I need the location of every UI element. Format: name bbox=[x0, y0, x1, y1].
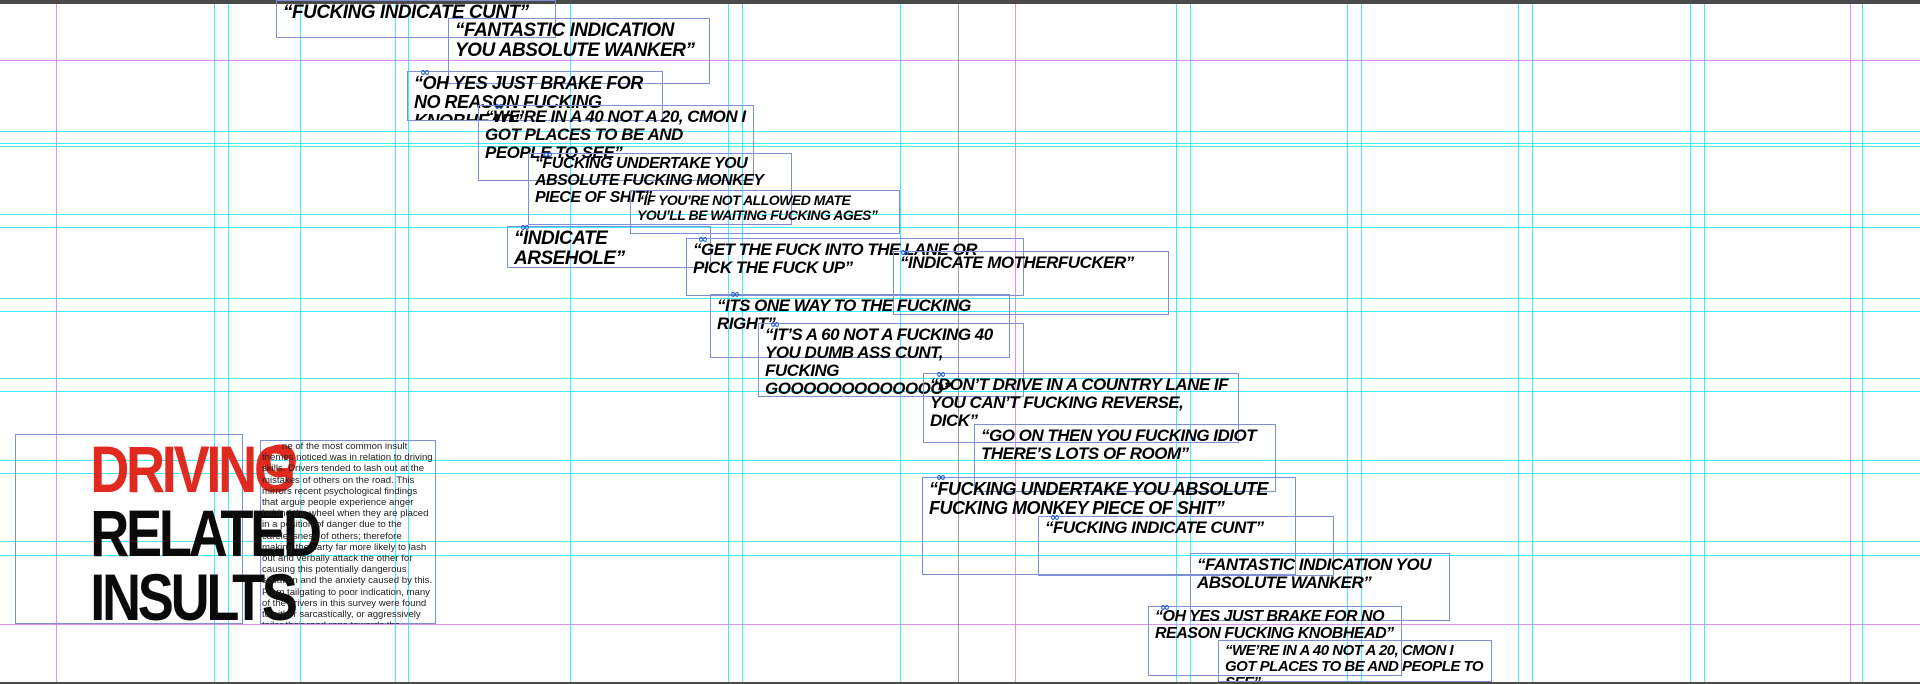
quote-frame[interactable]: “WE’RE IN A 40 NOT A 20, CMON I GOT PLAC… bbox=[478, 105, 754, 181]
quote-frame[interactable]: “INDICATE ARSEHOLE” bbox=[507, 226, 711, 268]
column-guide[interactable] bbox=[1190, 4, 1191, 682]
column-guide[interactable] bbox=[1532, 4, 1533, 682]
row-guide[interactable] bbox=[0, 391, 1920, 392]
row-guide[interactable] bbox=[0, 143, 1920, 144]
drop-cap: O bbox=[262, 435, 298, 487]
column-guide[interactable] bbox=[1176, 4, 1177, 682]
quote-frame[interactable]: “FUCKING INDICATE CUNT” bbox=[1038, 516, 1334, 576]
margin-guide-bottom[interactable] bbox=[0, 624, 1920, 625]
link-icon[interactable]: ∞ bbox=[1160, 600, 1170, 614]
body-paragraph-text: ne of the most common insult themes noti… bbox=[262, 441, 433, 624]
row-guide[interactable] bbox=[0, 378, 1920, 379]
link-icon[interactable]: ∞ bbox=[494, 99, 504, 113]
column-guide[interactable] bbox=[1704, 4, 1705, 682]
body-text-frame[interactable] bbox=[260, 440, 436, 624]
row-guide[interactable] bbox=[0, 146, 1920, 147]
link-icon[interactable]: ∞ bbox=[770, 317, 780, 331]
quote-frame[interactable]: “FUCKING INDICATE CUNT” bbox=[276, 0, 556, 38]
quote-frame[interactable]: “OH YES JUST BRAKE FOR NO REASON FUCKING… bbox=[1148, 606, 1402, 676]
link-icon[interactable]: ∞ bbox=[520, 220, 530, 234]
column-guide[interactable] bbox=[570, 4, 571, 682]
body-paragraph: ne of the most common insult themes noti… bbox=[262, 441, 434, 624]
quote-frame[interactable]: “GET THE FUCK INTO THE LANE OR PICK THE … bbox=[686, 238, 1024, 296]
margin-guide-right[interactable] bbox=[1850, 4, 1851, 682]
column-guide[interactable] bbox=[1862, 4, 1863, 682]
column-guide[interactable] bbox=[900, 4, 901, 682]
link-icon[interactable]: ∞ bbox=[936, 367, 946, 381]
column-guide[interactable] bbox=[1361, 4, 1362, 682]
link-icon[interactable]: ∞ bbox=[1050, 510, 1060, 524]
link-icon[interactable]: ∞ bbox=[698, 232, 708, 246]
row-guide[interactable] bbox=[0, 311, 1920, 312]
margin-guide-left[interactable] bbox=[56, 4, 57, 682]
row-guide[interactable] bbox=[0, 555, 1920, 556]
row-guide[interactable] bbox=[0, 298, 1920, 299]
row-guide[interactable] bbox=[0, 473, 1920, 474]
margin-guide-mid[interactable] bbox=[1015, 4, 1016, 682]
dark-guide[interactable] bbox=[958, 4, 959, 682]
row-guide[interactable] bbox=[0, 541, 1920, 542]
row-guide[interactable] bbox=[0, 460, 1920, 461]
column-guide[interactable] bbox=[214, 4, 215, 682]
column-guide[interactable] bbox=[1347, 4, 1348, 682]
column-guide[interactable] bbox=[728, 4, 729, 682]
column-guide[interactable] bbox=[1690, 4, 1691, 682]
column-guide[interactable] bbox=[300, 4, 301, 682]
headline: DRIVING RELATED INSULTS bbox=[90, 432, 322, 634]
quote-frame[interactable]: “FANTASTIC INDICATION YOU ABSOLUTE WANKE… bbox=[448, 18, 710, 84]
quote-frame[interactable]: “FANTASTIC INDICATION YOU ABSOLUTE WANKE… bbox=[1190, 553, 1450, 621]
quote-frame[interactable]: “OH YES JUST BRAKE FOR NO REASON FUCKING… bbox=[407, 71, 663, 121]
column-guide[interactable] bbox=[228, 4, 229, 682]
quote-frame[interactable]: “DON’T DRIVE IN A COUNTRY LANE IF YOU CA… bbox=[923, 373, 1239, 443]
headline-line-1: DRIVING bbox=[90, 432, 296, 506]
quote-frame[interactable]: “WE’RE IN A 40 NOT A 20, CMON I GOT PLAC… bbox=[1218, 640, 1492, 682]
quote-frame[interactable]: “ITS ONE WAY TO THE FUCKING RIGHT” bbox=[710, 294, 1010, 358]
row-guide[interactable] bbox=[0, 131, 1920, 132]
quote-frame[interactable]: “FUCKING UNDERTAKE YOU ABSOLUTE FUCKING … bbox=[528, 153, 792, 225]
quote-frame[interactable]: “INDICATE MOTHERFUCKER” bbox=[893, 251, 1169, 315]
link-icon[interactable]: ∞ bbox=[900, 245, 910, 259]
column-guide[interactable] bbox=[408, 4, 409, 682]
link-icon[interactable]: ∞ bbox=[420, 65, 430, 79]
quote-frame[interactable]: “IT’S A 60 NOT A FUCKING 40 YOU DUMB ASS… bbox=[758, 323, 1024, 397]
headline-line-3: INSULTS bbox=[90, 560, 298, 634]
bottom-ruler-bar bbox=[0, 682, 1920, 684]
column-guide[interactable] bbox=[395, 4, 396, 682]
headline-frame[interactable] bbox=[15, 434, 243, 624]
link-icon[interactable]: ∞ bbox=[936, 470, 946, 484]
column-guide[interactable] bbox=[742, 4, 743, 682]
row-guide[interactable] bbox=[0, 227, 1920, 228]
row-guide[interactable] bbox=[0, 214, 1920, 215]
link-icon[interactable]: ∞ bbox=[543, 147, 553, 161]
quote-frame[interactable]: “FUCKING UNDERTAKE YOU ABSOLUTE FUCKING … bbox=[922, 477, 1296, 575]
quote-frame[interactable]: “GO ON THEN YOU FUCKING IDIOT THERE’S LO… bbox=[974, 424, 1276, 492]
column-guide[interactable] bbox=[1518, 4, 1519, 682]
quote-frame[interactable]: “IF YOU’RE NOT ALLOWED MATE YOU’LL BE WA… bbox=[630, 190, 900, 234]
top-ruler-bar bbox=[0, 0, 1920, 4]
margin-guide-top[interactable] bbox=[0, 60, 1920, 61]
headline-line-2: RELATED bbox=[90, 496, 322, 570]
link-icon[interactable]: ∞ bbox=[730, 287, 740, 301]
